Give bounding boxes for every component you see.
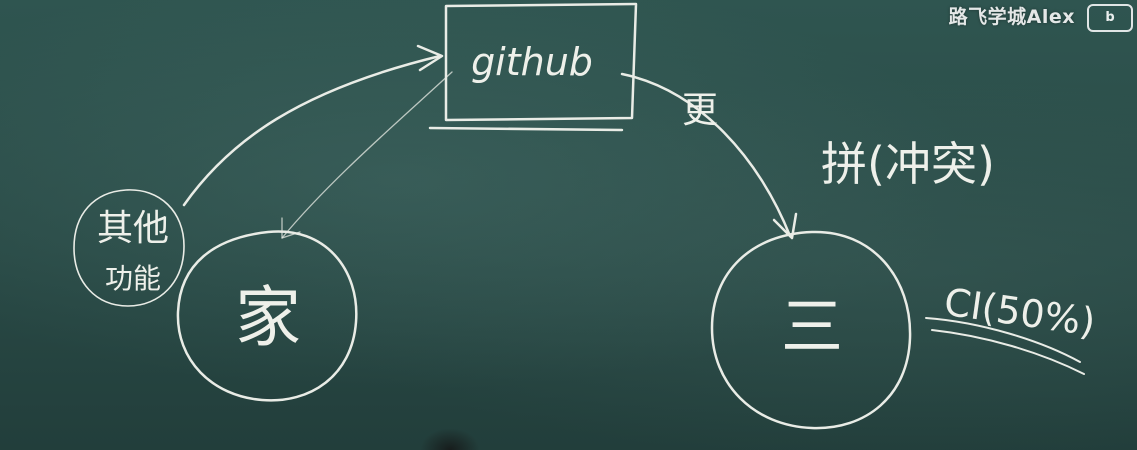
arrow-github-to-home xyxy=(281,71,453,239)
arrow-github-to-three-head xyxy=(772,212,798,240)
other-features-circle xyxy=(73,189,185,307)
ci-underline xyxy=(925,317,1085,375)
bilibili-logo: b xyxy=(1087,4,1133,32)
github-label: github xyxy=(471,40,593,84)
bottom-shadow xyxy=(420,428,480,450)
github-box xyxy=(428,2,638,132)
home-label: 家 xyxy=(235,279,301,356)
arrow-other-to-github-head xyxy=(416,44,444,72)
arrow-github-to-three xyxy=(620,72,792,238)
merge-conflict-label: 拼(冲突) xyxy=(821,137,995,191)
three-circle xyxy=(710,230,912,430)
home-circle xyxy=(176,230,358,402)
watermark-text: 路飞学城Alex xyxy=(948,6,1075,28)
arrow-other-to-github xyxy=(182,54,442,207)
other-features-line2: 功能 xyxy=(105,262,161,295)
three-label: 三 xyxy=(781,290,843,363)
other-features-line1: 其他 xyxy=(97,208,169,249)
edge-label: 更 xyxy=(682,90,718,131)
arrow-github-to-home-head xyxy=(281,217,301,239)
